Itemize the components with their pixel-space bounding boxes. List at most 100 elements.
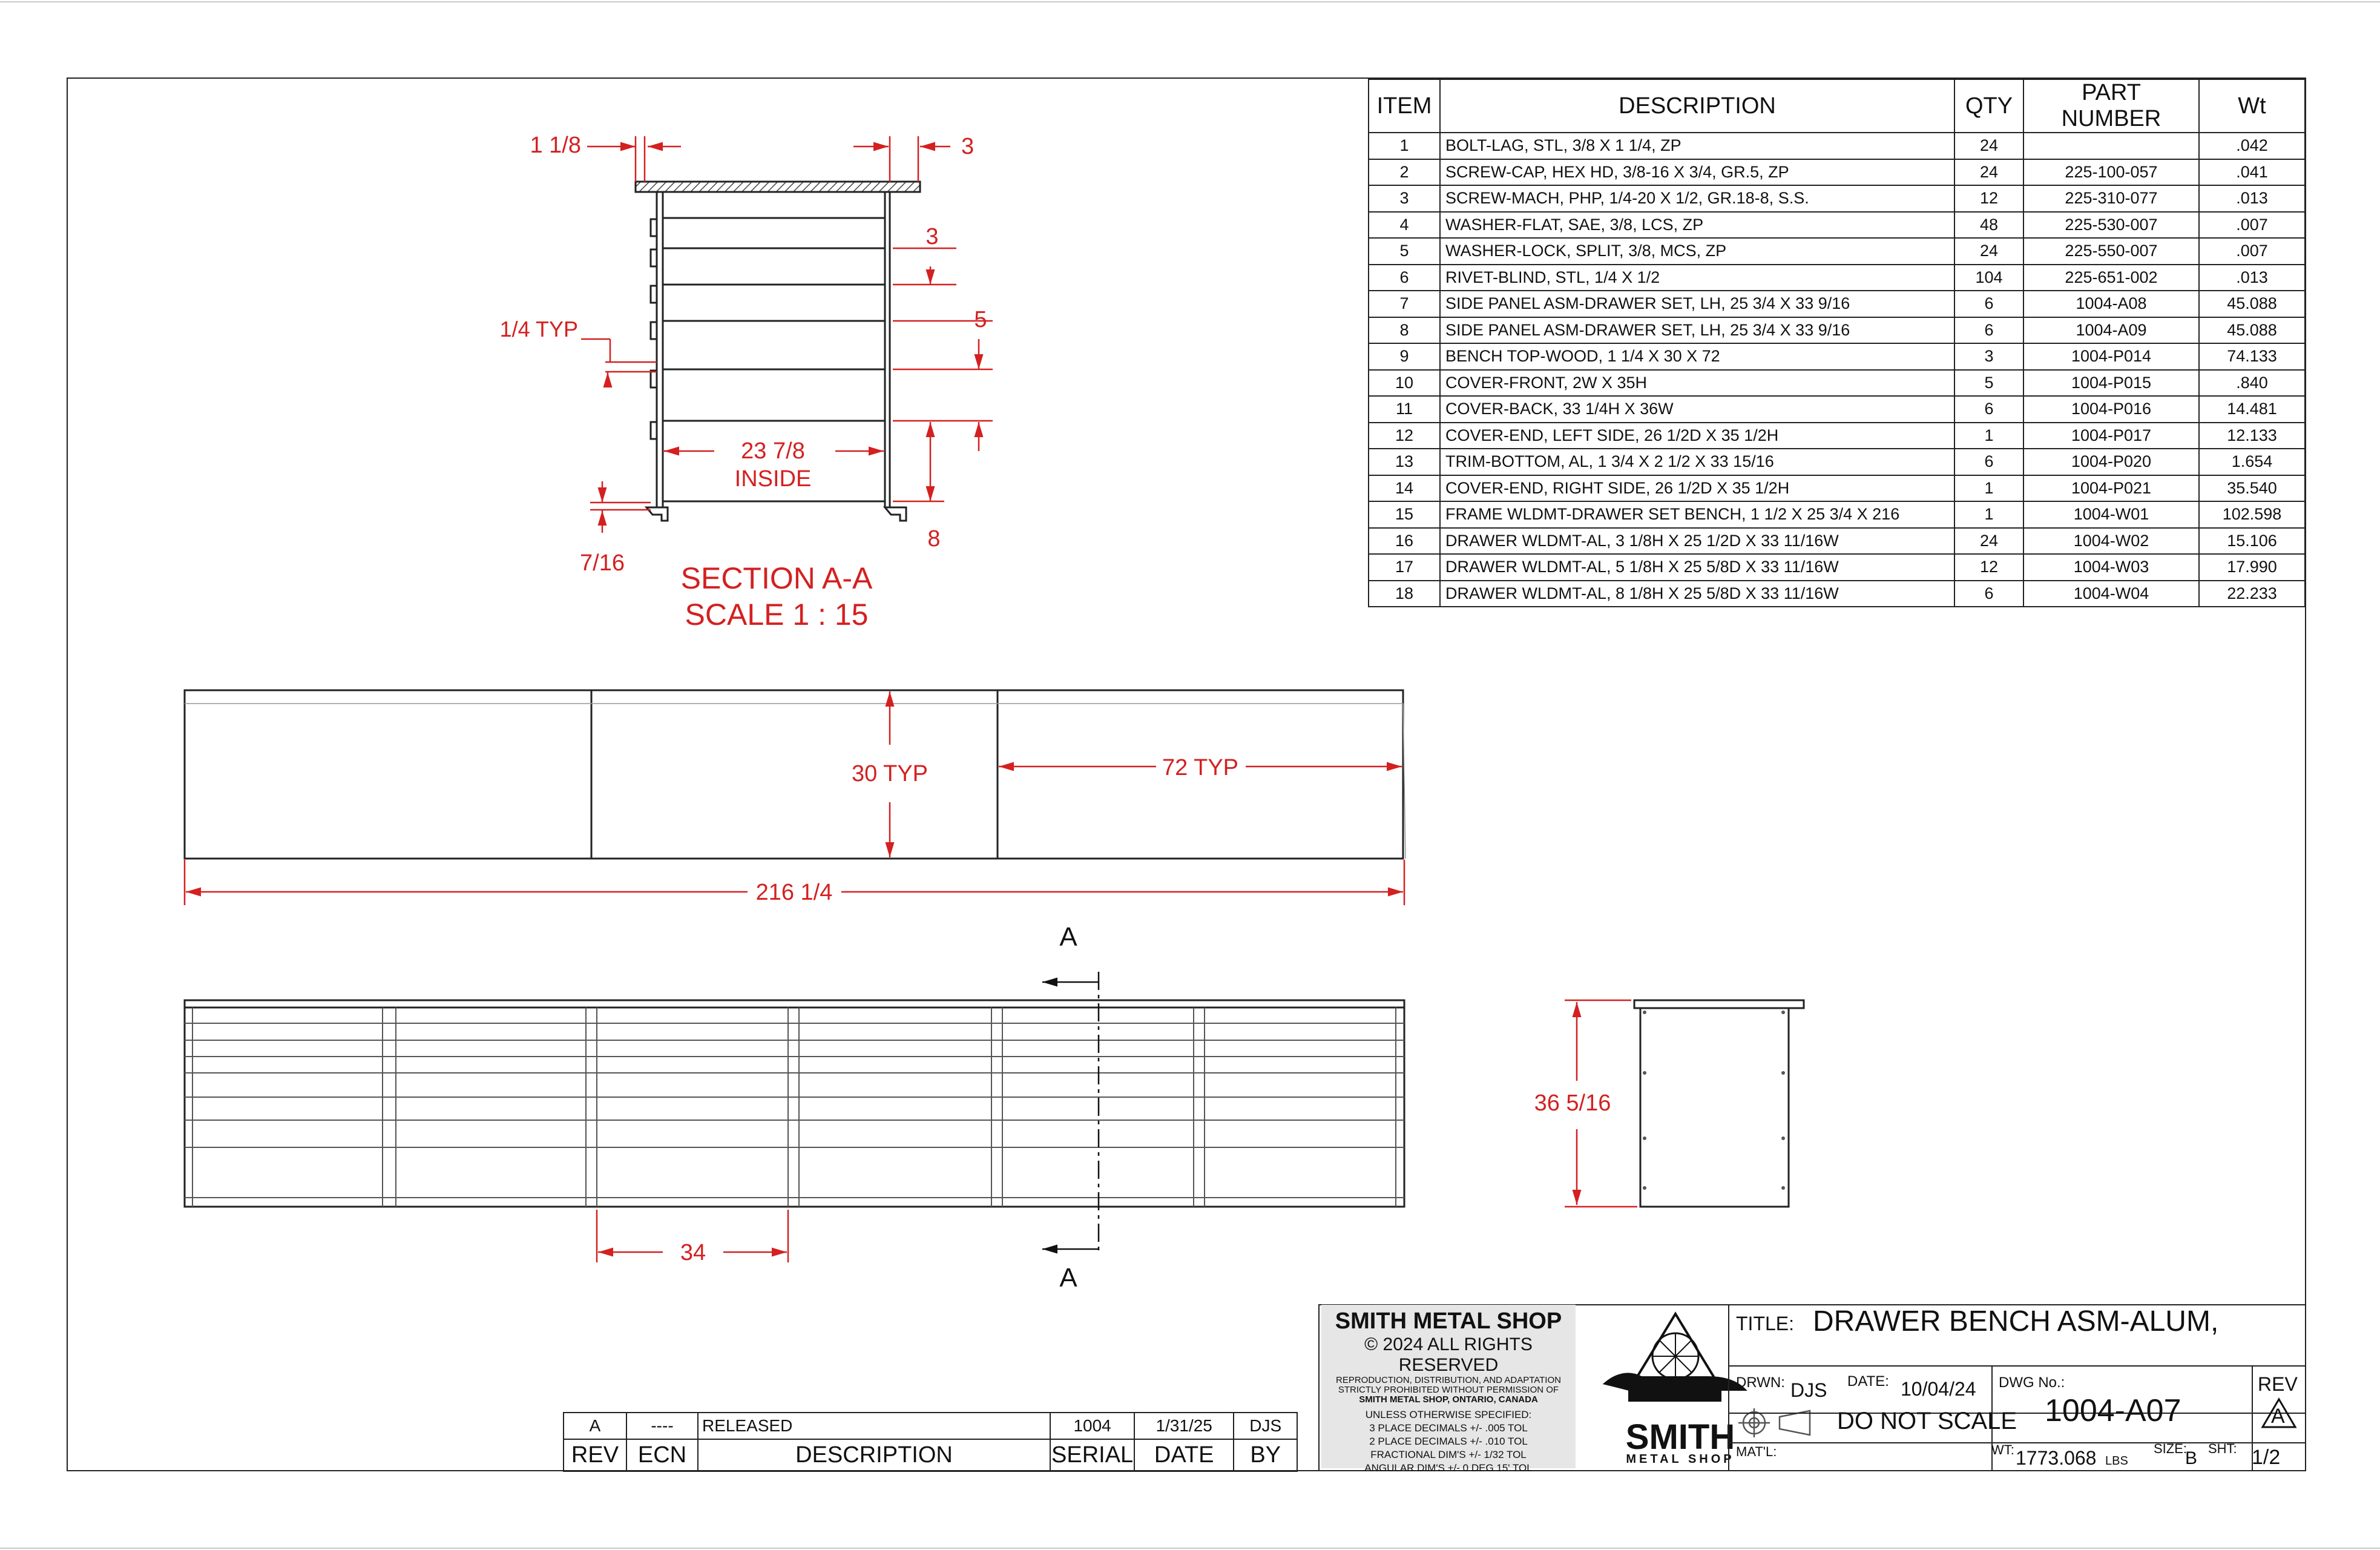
bom-item: 3 [1368, 185, 1441, 213]
bom-wt: 45.088 [2198, 316, 2306, 344]
side-dim-36-5-16: 36 5/16 [1534, 1090, 1611, 1116]
copyright: © 2024 ALL RIGHTS RESERVED [1364, 1334, 1533, 1375]
bom-description: TRIM-BOTTOM, AL, 1 3/4 X 2 1/2 X 33 15/1… [1439, 448, 1955, 476]
bom-header-qty: QTY [1954, 79, 2024, 133]
bom-header-wt: Wt [2198, 79, 2306, 133]
front-view: A A 34 [183, 922, 1405, 1293]
bom-wt: .042 [2198, 132, 2306, 160]
bom-item: 16 [1368, 527, 1441, 555]
bom-description: COVER-END, LEFT SIDE, 26 1/2D X 35 1/2H [1439, 421, 1955, 449]
do-not-scale: DO NOT SCALE [1837, 1408, 2017, 1434]
dwg-divider [1991, 1367, 1993, 1471]
bom-item: 12 [1368, 421, 1441, 449]
bom-description: WASHER-LOCK, SPLIT, 3/8, MCS, ZP [1439, 237, 1955, 265]
date-value: 10/04/24 [1901, 1378, 1976, 1400]
bom-description: WASHER-FLAT, SAE, 3/8, LCS, ZP [1439, 211, 1955, 239]
bom-part-number: 1004-W03 [2023, 553, 2200, 581]
bom-part-number: 1004-A08 [2023, 290, 2200, 318]
bom-qty: 48 [1954, 211, 2024, 239]
bom-part-number: 1004-P021 [2023, 474, 2200, 502]
bom-wt: 35.540 [2198, 474, 2306, 502]
bom-qty: 6 [1954, 448, 2024, 476]
size-value: B [2185, 1448, 2198, 1468]
rev-description-value: RELEASED [697, 1412, 1051, 1440]
weight-label: WT: [1991, 1442, 2014, 1457]
section-dim-1-4-typ: 1/4 TYP [500, 317, 578, 341]
bom-header-row: ITEM DESCRIPTION QTY PART NUMBER Wt [1368, 79, 2306, 133]
bom-qty: 1 [1954, 421, 2024, 449]
bom-wt: 17.990 [2198, 553, 2306, 581]
bom-part-number: 1004-W01 [2023, 501, 2200, 529]
bom-item: 6 [1368, 263, 1441, 291]
bom-qty: 24 [1954, 527, 2024, 555]
weight-unit: LBS [2105, 1454, 2128, 1468]
tolerance-angular: ANGULAR DIM'S +/- 0 DEG 15' TOL [1364, 1462, 1533, 1474]
smith-logo-icon [1602, 1311, 1747, 1402]
title-divider-3 [1728, 1442, 2306, 1443]
sheet-label: SHT: [2208, 1441, 2237, 1456]
bom-part-number: 1004-W04 [2023, 579, 2200, 607]
top-view: 30 TYP 72 TYP 216 1/4 [183, 689, 1406, 905]
bom-part-number: 1004-P020 [2023, 448, 2200, 476]
bom-qty: 24 [1954, 237, 2024, 265]
bom-item: 10 [1368, 369, 1441, 397]
section-dim-1-1-8: 1 1/8 [530, 133, 581, 158]
ecn-value: ---- [626, 1412, 699, 1440]
bom-qty: 24 [1954, 132, 2024, 160]
rev-date-value: 1/31/25 [1134, 1412, 1235, 1440]
bom-wt: 102.598 [2198, 501, 2306, 529]
bom-description: COVER-FRONT, 2W X 35H [1439, 369, 1955, 397]
bom-qty: 12 [1954, 553, 2024, 581]
bom-part-number: 1004-P016 [2023, 395, 2200, 423]
bom-item: 7 [1368, 290, 1441, 318]
bom-item: 14 [1368, 474, 1441, 502]
bom-qty: 104 [1954, 263, 2024, 291]
bom-description: SCREW-MACH, PHP, 1/4-20 X 1/2, GR.18-8, … [1439, 185, 1955, 213]
side-view: 36 5/16 [1534, 999, 1805, 1208]
section-bench-top [634, 180, 921, 193]
date-label: DATE: [1847, 1373, 1889, 1390]
general-notes: SMITH METAL SHOP © 2024 ALL RIGHTS RESER… [1321, 1305, 1576, 1474]
bom-item: 18 [1368, 579, 1441, 607]
cut-label-bottom: A [1059, 1263, 1077, 1293]
section-drawer-frame [644, 193, 907, 522]
bom-wt: 12.133 [2198, 421, 2306, 449]
bom-qty: 12 [1954, 185, 2024, 213]
bom-item: 15 [1368, 501, 1441, 529]
bom-part-number: 1004-P014 [2023, 343, 2200, 371]
bom-description: DRAWER WLDMT-AL, 8 1/8H X 25 5/8D X 33 1… [1439, 579, 1955, 607]
rev-divider [2252, 1367, 2253, 1471]
bom-description: BOLT-LAG, STL, 3/8 X 1 1/4, ZP [1439, 132, 1955, 160]
sheet-bottom-rule [0, 1548, 2380, 1549]
top-dim-72-typ: 72 TYP [1162, 755, 1238, 780]
material-label: MAT'L: [1736, 1444, 1777, 1459]
top-dim-216-1-4: 216 1/4 [756, 880, 833, 905]
shop-name: SMITH METAL SHOP [1335, 1308, 1562, 1334]
bom-part-number: 225-550-007 [2023, 237, 2200, 265]
section-view: 1 1/8 3 3 5 1/4 TYP 23 7/8 INSIDE 7/16 8… [500, 133, 993, 632]
front-dim-34: 34 [680, 1240, 706, 1265]
sheet-top-rule [0, 1, 2380, 2]
section-dim-3: 3 [925, 224, 938, 249]
bom-wt: .013 [2198, 185, 2306, 213]
bom-description: BENCH TOP-WOOD, 1 1/4 X 30 X 72 [1439, 343, 1955, 371]
bom-wt: .013 [2198, 263, 2306, 291]
title-divider [1728, 1365, 2306, 1367]
bom-wt: 45.088 [2198, 290, 2306, 318]
bom-item: 5 [1368, 237, 1441, 265]
bom-qty: 1 [1954, 474, 2024, 502]
title-label: TITLE: [1736, 1313, 1795, 1334]
bill-of-materials: ITEM DESCRIPTION QTY PART NUMBER Wt 1 BOL… [1368, 79, 2306, 607]
bom-description: FRAME WLDMT-DRAWER SET BENCH, 1 1/2 X 25… [1439, 501, 1955, 529]
